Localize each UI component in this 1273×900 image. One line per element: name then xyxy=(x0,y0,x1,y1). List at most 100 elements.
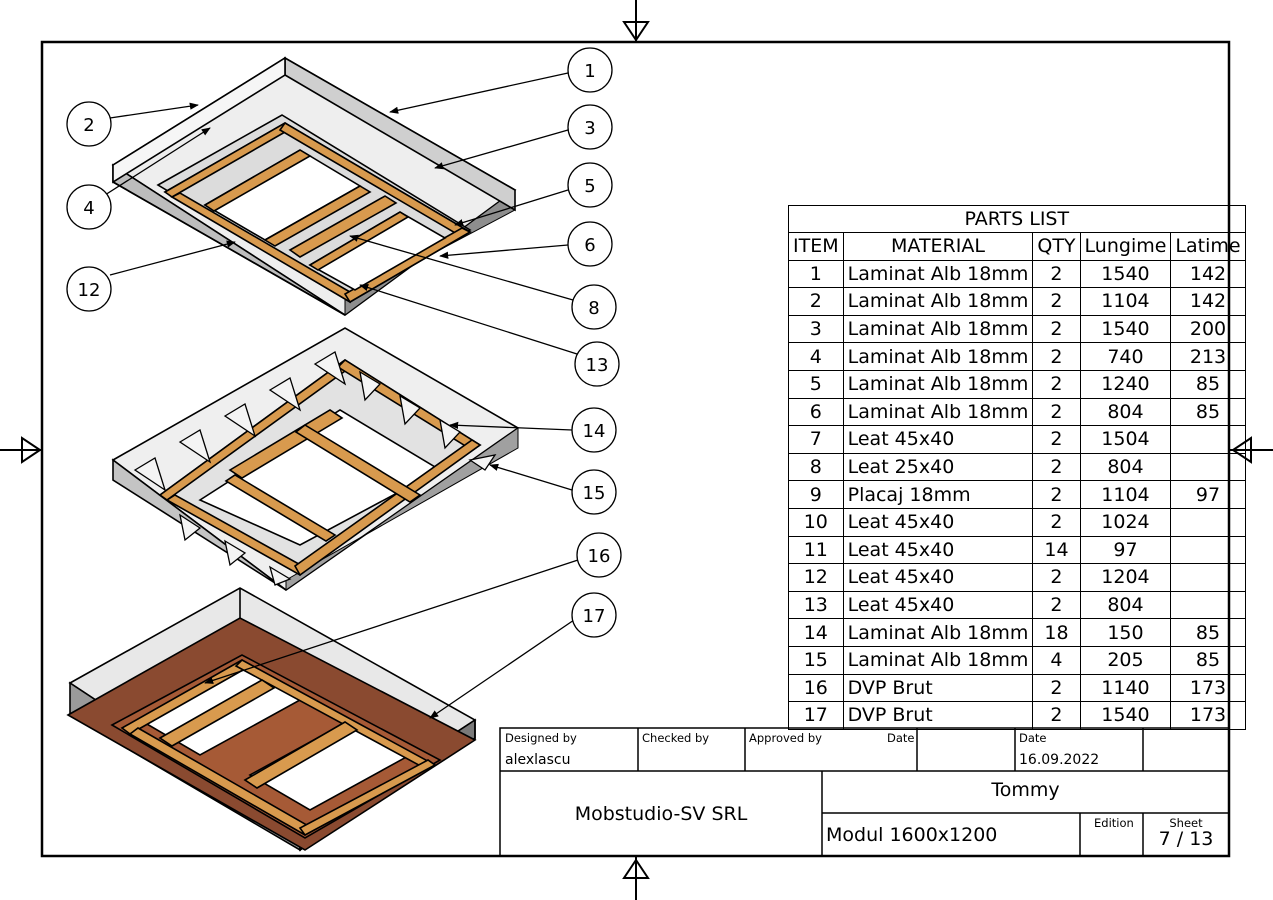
date-value: 16.09.2022 xyxy=(1019,752,1100,768)
balloons xyxy=(66,47,622,638)
column-header-qty: QTY xyxy=(1032,232,1081,261)
cell-item: 4 xyxy=(788,342,844,371)
cell-lungime: 1204 xyxy=(1079,563,1172,592)
cell-qty: 2 xyxy=(1032,397,1081,427)
column-header-material: MATERIAL xyxy=(842,232,1034,261)
cell-lungime: 1540 xyxy=(1079,314,1172,344)
balloon-15: 15 xyxy=(583,483,606,504)
cell-material: Leat 45x40 xyxy=(842,425,1034,454)
balloon-8: 8 xyxy=(588,298,599,319)
cell-material: Leat 45x40 xyxy=(842,535,1034,565)
company-name: Mobstudio-SV SRL xyxy=(574,803,748,825)
cell-qty: 2 xyxy=(1032,673,1081,703)
cell-material: Leat 25x40 xyxy=(842,452,1034,482)
cell-item: 2 xyxy=(788,287,844,316)
cell-qty: 2 xyxy=(1032,480,1081,509)
cell-material: Laminat Alb 18mm xyxy=(842,287,1034,316)
cell-qty: 4 xyxy=(1032,645,1081,675)
cell-lungime: 804 xyxy=(1079,590,1172,620)
column-header-item: ITEM xyxy=(788,232,844,261)
balloon-12: 12 xyxy=(78,280,101,301)
balloon-4: 4 xyxy=(83,198,94,219)
cell-qty: 18 xyxy=(1032,618,1081,647)
cell-qty: 2 xyxy=(1032,452,1081,482)
cell-item: 14 xyxy=(788,618,844,647)
cell-latime: 85 xyxy=(1170,645,1246,675)
cell-latime xyxy=(1170,452,1246,482)
balloon-5: 5 xyxy=(584,176,595,197)
cell-item: 12 xyxy=(788,563,844,592)
cell-lungime: 150 xyxy=(1079,618,1172,647)
cell-lungime: 1104 xyxy=(1079,480,1172,509)
cell-item: 15 xyxy=(788,645,844,675)
checked-by-label: Checked by xyxy=(642,731,710,745)
column-header-latime: Latime xyxy=(1170,232,1246,261)
cell-item: 5 xyxy=(788,369,844,399)
sheet-label: Sheet xyxy=(1169,816,1203,830)
cell-material: Leat 45x40 xyxy=(842,590,1034,620)
cell-item: 10 xyxy=(788,507,844,537)
cell-latime: 85 xyxy=(1170,369,1246,399)
cell-latime: 142 xyxy=(1170,287,1246,316)
assembly-view-bottom xyxy=(66,587,477,852)
cell-qty: 2 xyxy=(1032,590,1081,620)
cell-latime: 173 xyxy=(1170,701,1246,730)
approved-by-label: Approved by xyxy=(749,731,822,745)
cell-latime: 200 xyxy=(1170,314,1246,344)
assembly-view-top xyxy=(111,56,517,316)
cell-lungime: 804 xyxy=(1079,397,1172,427)
cell-material: Laminat Alb 18mm xyxy=(842,645,1034,675)
cell-item: 17 xyxy=(788,701,844,730)
cell-latime: 173 xyxy=(1170,673,1246,703)
cell-material: DVP Brut xyxy=(842,701,1034,730)
cell-material: DVP Brut xyxy=(842,673,1034,703)
parts-list-header: ITEM MATERIAL QTY Lungime Latime xyxy=(788,232,1246,261)
drawing-title: Modul 1600x1200 xyxy=(826,824,998,846)
cell-material: Leat 45x40 xyxy=(842,563,1034,592)
cell-material: Laminat Alb 18mm xyxy=(842,259,1034,289)
assembly-view-middle xyxy=(111,327,520,591)
cell-qty: 2 xyxy=(1032,287,1081,316)
cell-qty: 2 xyxy=(1032,314,1081,344)
cell-item: 9 xyxy=(788,480,844,509)
cell-qty: 14 xyxy=(1032,535,1081,565)
cell-lungime: 1240 xyxy=(1079,369,1172,399)
balloon-17: 17 xyxy=(583,606,606,627)
cell-latime xyxy=(1170,563,1246,592)
cell-item: 13 xyxy=(788,590,844,620)
balloon-13: 13 xyxy=(586,355,609,376)
cell-material: Laminat Alb 18mm xyxy=(842,342,1034,371)
designed-by-value: alexlascu xyxy=(505,752,571,768)
leader-lines xyxy=(104,72,579,719)
cell-lungime: 205 xyxy=(1079,645,1172,675)
cell-qty: 2 xyxy=(1032,259,1081,289)
balloon-3: 3 xyxy=(584,118,595,139)
cell-latime: 213 xyxy=(1170,342,1246,371)
cell-item: 7 xyxy=(788,425,844,454)
cell-latime xyxy=(1170,535,1246,565)
balloon-16: 16 xyxy=(588,546,611,567)
cell-lungime: 1504 xyxy=(1079,425,1172,454)
cell-latime: 142 xyxy=(1170,259,1246,289)
cell-lungime: 1140 xyxy=(1079,673,1172,703)
cell-material: Laminat Alb 18mm xyxy=(842,314,1034,344)
cell-lungime: 804 xyxy=(1079,452,1172,482)
cell-item: 16 xyxy=(788,673,844,703)
balloon-1: 1 xyxy=(584,61,595,82)
parts-list-table: PARTS LIST ITEM MATERIAL QTY Lungime Lat… xyxy=(788,205,1246,730)
cell-qty: 2 xyxy=(1032,507,1081,537)
